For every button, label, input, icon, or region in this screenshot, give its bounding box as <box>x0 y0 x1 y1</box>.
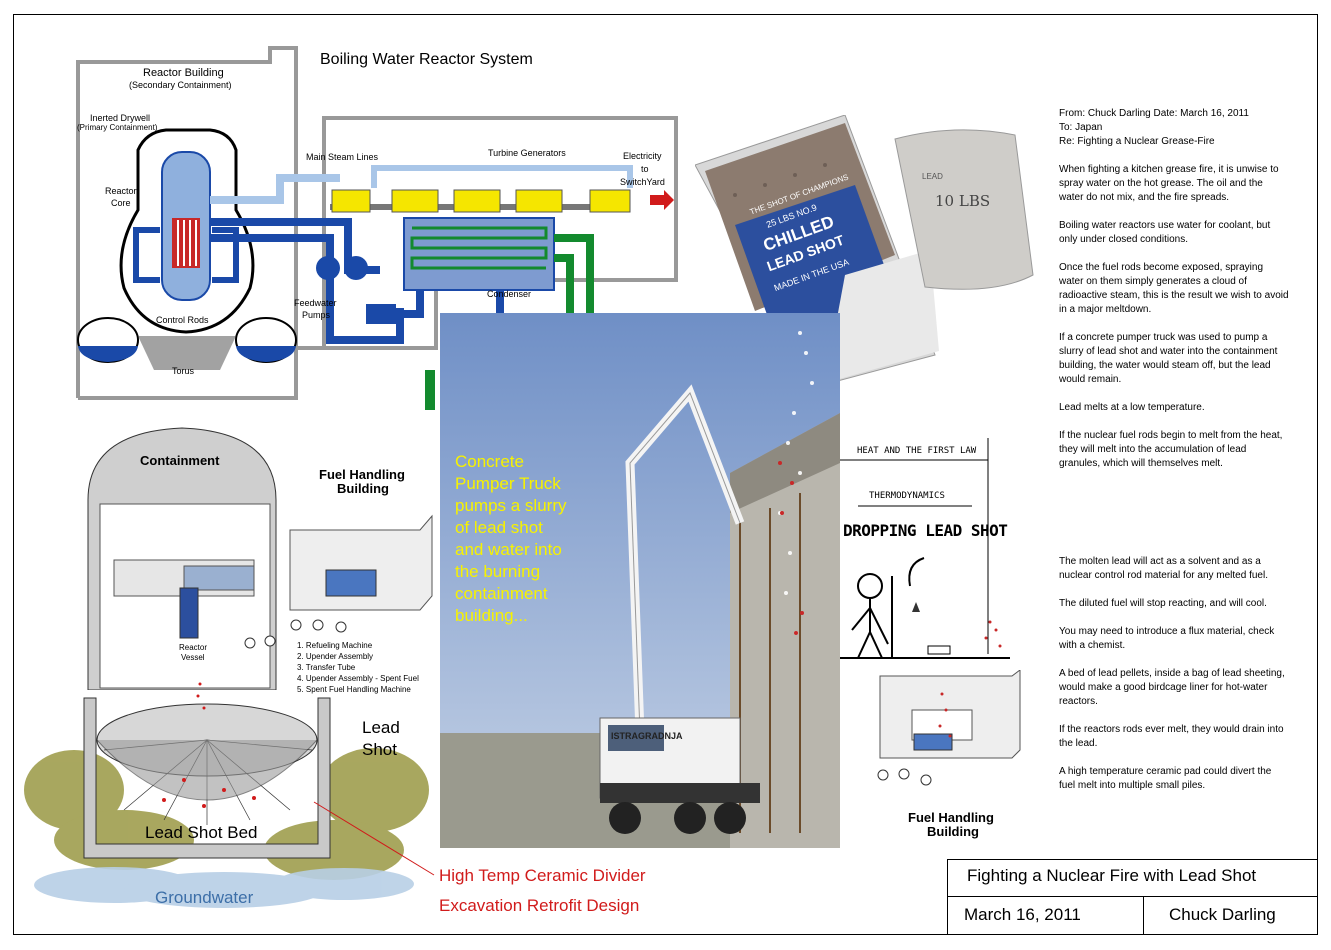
memo-block-b: The molten lead will act as a solvent an… <box>1059 555 1289 807</box>
memo-paragraph: The molten lead will act as a solvent an… <box>1059 556 1268 581</box>
caption-line: of lead shot <box>455 518 543 537</box>
label-condenser: Condenser <box>487 289 532 299</box>
bwr-diagram <box>76 46 678 410</box>
lead-shot-bags <box>695 115 1034 388</box>
memo-block-a: From: Chuck Darling Date: March 16, 2011… <box>1059 107 1289 485</box>
caption-line: containment <box>455 584 548 603</box>
bwr-title: Boiling Water Reactor System <box>320 51 533 68</box>
legend-item: 4. Upender Assembly - Spent Fuel <box>297 674 419 683</box>
memo-paragraph: If a concrete pumper truck was used to p… <box>1059 332 1278 385</box>
memo-paragraph: When fighting a kitchen grease fire, it … <box>1059 164 1279 203</box>
memo-paragraph: Lead melts at a low temperature. <box>1059 402 1205 413</box>
label-control-rods: Control Rods <box>156 315 209 325</box>
lead-shot-bed <box>24 682 435 908</box>
caption-line: and water into <box>455 540 562 559</box>
groundwater-label: Groundwater <box>155 888 254 907</box>
containment-legend: 1. Refueling Machine 2. Upender Assembly… <box>297 640 419 695</box>
memo-paragraph: If the reactors rods ever melt, they wou… <box>1059 724 1284 749</box>
heat-first-law-label: HEAT AND THE FIRST LAW <box>857 446 977 456</box>
memo-paragraph: Boiling water reactors use water for coo… <box>1059 220 1271 245</box>
lead-label-2: Shot <box>362 740 397 759</box>
caption-line: building... <box>455 606 528 625</box>
legend-item: 5. Spent Fuel Handling Machine <box>297 685 411 694</box>
thermo-fuel-handling-1: Fuel Handling <box>908 810 994 825</box>
label-torus: Torus <box>172 366 195 376</box>
memo-re: Re: Fighting a Nuclear Grease-Fire <box>1059 136 1215 147</box>
fuel-handling-1: Fuel Handling <box>319 467 405 482</box>
memo-paragraph: You may need to introduce a flux materia… <box>1059 626 1275 651</box>
divider-label: High Temp Ceramic Divider <box>439 866 646 885</box>
memo-paragraph: Once the fuel rods become exposed, spray… <box>1059 262 1289 315</box>
label-feedwater-1: Feedwater <box>294 298 337 308</box>
memo-to: To: Japan <box>1059 122 1103 133</box>
reactor-vessel-2: Vessel <box>181 653 205 662</box>
label-primary-containment: (Primary Containment) <box>77 123 158 132</box>
label-feedwater-2: Pumps <box>302 310 331 320</box>
label-turbine-generators: Turbine Generators <box>488 148 566 158</box>
legend-item: 1. Refueling Machine <box>297 641 373 650</box>
excavation-label: Excavation Retrofit Design <box>439 896 640 915</box>
lead-label-1: Lead <box>362 718 400 737</box>
bag2-weight: 10 LBS <box>935 192 991 210</box>
title-block-author: Chuck Darling <box>1169 905 1276 924</box>
bag2-lead: LEAD <box>922 172 943 181</box>
pumper-truck-photo <box>440 313 840 848</box>
truck-brand: ISTRAGRADNJA <box>611 731 683 741</box>
memo-paragraph: If the nuclear fuel rods begin to melt f… <box>1059 430 1283 469</box>
dropping-lead-shot-label: DROPPING LEAD SHOT <box>843 521 1008 540</box>
legend-item: 2. Upender Assembly <box>297 652 374 661</box>
title-block-title: Fighting a Nuclear Fire with Lead Shot <box>948 860 1317 897</box>
containment-title: Containment <box>140 453 220 468</box>
lead-shot-bed-label: Lead Shot Bed <box>145 823 258 842</box>
reactor-vessel-1: Reactor <box>179 643 208 652</box>
label-reactor-core-1: Reactor <box>105 186 137 196</box>
caption-line: Pumper Truck <box>455 474 561 493</box>
label-reactor-building: Reactor Building <box>143 67 224 79</box>
memo-paragraph: A high temperature ceramic pad could div… <box>1059 766 1272 791</box>
label-main-steam-lines: Main Steam Lines <box>306 152 379 162</box>
thermo-cartoon <box>840 438 1010 659</box>
thermo-fuel-handling-2: Building <box>927 824 979 839</box>
containment-diagram <box>87 427 433 690</box>
fuel-handling-2: Building <box>337 481 389 496</box>
label-inerted-drywell: Inerted Drywell <box>90 113 151 123</box>
drawing-frame <box>13 14 1318 935</box>
memo-from: From: Chuck Darling Date: March 16, 2011 <box>1059 108 1249 119</box>
title-block-date: March 16, 2011 <box>948 897 1144 935</box>
fuel-handling-cartoon <box>877 670 1021 786</box>
title-block: Fighting a Nuclear Fire with Lead Shot M… <box>947 859 1318 935</box>
label-electricity-2: to <box>641 164 649 174</box>
label-electricity-3: SwitchYard <box>620 177 665 187</box>
truck-caption: Concrete Pumper Truck pumps a slurry of … <box>455 451 566 627</box>
memo-paragraph: The diluted fuel will stop reacting, and… <box>1059 598 1267 609</box>
label-reactor-core-2: Core <box>111 198 131 208</box>
caption-line: Concrete <box>455 452 524 471</box>
label-secondary-containment: (Secondary Containment) <box>129 80 232 90</box>
caption-line: pumps a slurry <box>455 496 567 515</box>
memo-paragraph: A bed of lead pellets, inside a bag of l… <box>1059 668 1285 707</box>
legend-item: 3. Transfer Tube <box>297 663 356 672</box>
thermodynamics-label: THERMODYNAMICS <box>869 491 945 501</box>
caption-line: the burning <box>455 562 541 581</box>
label-electricity-1: Electricity <box>623 151 662 161</box>
memo-header: From: Chuck Darling Date: March 16, 2011… <box>1059 107 1289 149</box>
